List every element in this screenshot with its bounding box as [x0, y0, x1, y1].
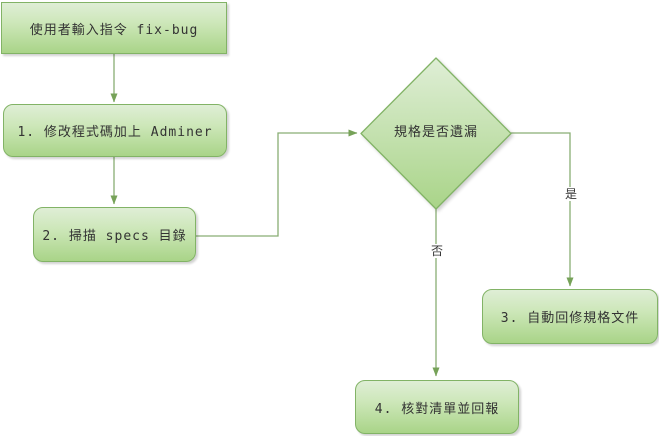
node-step3-label: 3. 自動回修規格文件: [500, 311, 640, 326]
node-start: 使用者輸入指令 fix-bug: [1, 2, 227, 54]
node-start-label: 使用者輸入指令 fix-bug: [29, 22, 199, 38]
node-step2: 2. 掃描 specs 目錄: [33, 207, 196, 262]
edge-label-yes: 是: [563, 187, 579, 201]
node-step4: 4. 核對清單並回報: [355, 380, 519, 434]
node-step1: 1. 修改程式碼加上 Adminer: [3, 104, 227, 157]
edge-label-no: 否: [429, 244, 445, 258]
node-step2-label: 2. 掃描 specs 目錄: [42, 229, 187, 244]
node-decision-label: 規格是否遺漏: [393, 125, 478, 140]
decision-diamond-polygon: [360, 57, 512, 210]
node-step3: 3. 自動回修規格文件: [482, 289, 658, 344]
node-step4-label: 4. 核對清單並回報: [374, 401, 500, 417]
edge-step2-to-decision: [196, 129, 358, 237]
node-step1-label: 1. 修改程式碼加上 Adminer: [17, 125, 213, 140]
edge-decision-yes-to-step3: [511, 132, 574, 287]
